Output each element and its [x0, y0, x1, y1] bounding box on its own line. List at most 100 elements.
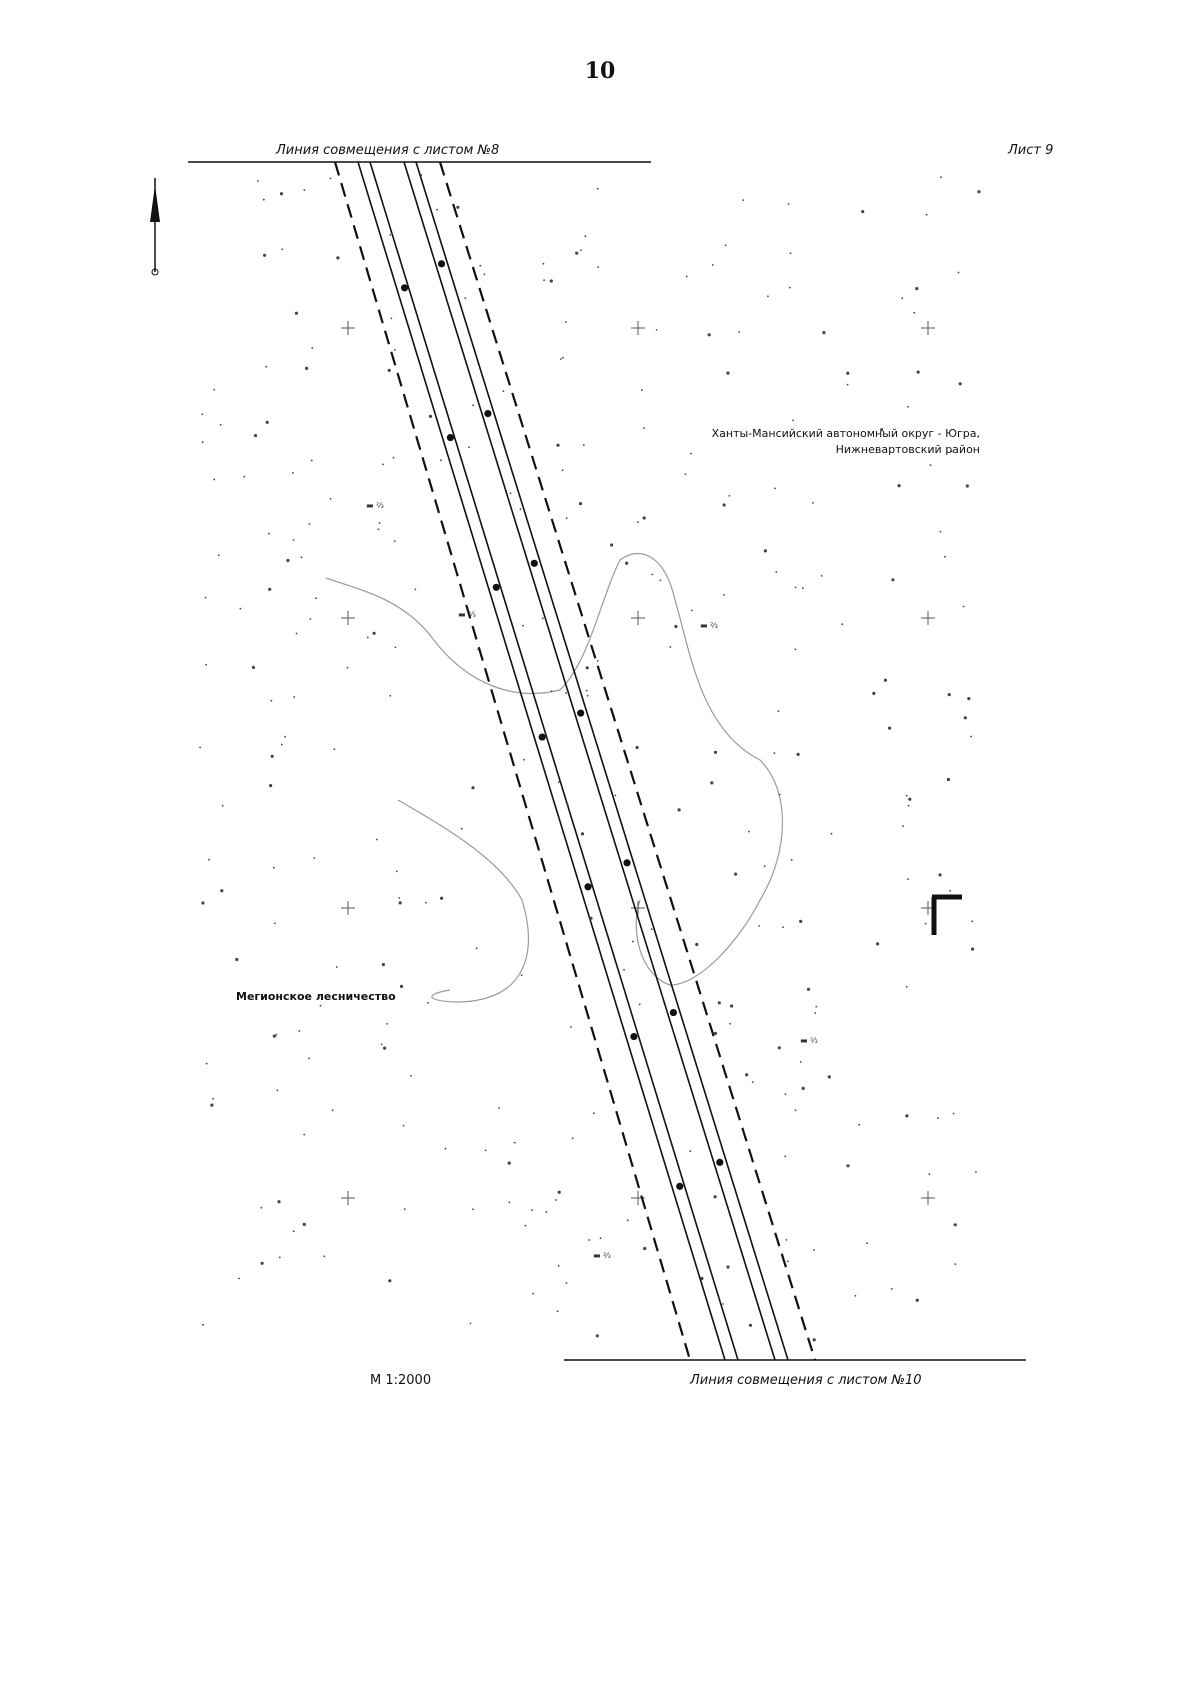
survey-point	[861, 210, 865, 214]
grid-cross-icon	[921, 1191, 935, 1205]
survey-point	[565, 517, 568, 520]
survey-point	[372, 631, 376, 635]
survey-point	[830, 832, 833, 835]
survey-point	[641, 389, 643, 392]
survey-point	[625, 561, 629, 565]
survey-point	[635, 745, 639, 750]
survey-point	[570, 1026, 572, 1028]
page-number: 10	[584, 58, 616, 84]
survey-point	[915, 287, 919, 291]
survey-point	[952, 1112, 955, 1115]
survey-point	[257, 180, 259, 182]
survey-point	[269, 784, 273, 788]
corridor-line	[415, 161, 789, 1361]
survey-point	[643, 1246, 647, 1251]
survey-point	[784, 1155, 787, 1158]
survey-point	[642, 516, 646, 520]
grid-cross-icon	[631, 321, 645, 335]
survey-point	[561, 469, 564, 472]
survey-point	[366, 636, 369, 639]
survey-point	[593, 1112, 595, 1115]
survey-point	[302, 1222, 306, 1226]
survey-point	[219, 423, 222, 426]
survey-point	[565, 692, 567, 694]
survey-point	[531, 1209, 533, 1211]
survey-point	[971, 947, 975, 951]
survey-point	[659, 579, 662, 582]
survey-point	[908, 797, 912, 801]
survey-point	[440, 896, 444, 900]
survey-point	[202, 1323, 204, 1326]
survey-point	[542, 262, 545, 265]
survey-point	[280, 743, 283, 746]
survey-point	[789, 252, 792, 255]
survey-point	[578, 502, 583, 506]
pipeline-marker	[584, 883, 592, 891]
survey-point	[469, 1322, 472, 1325]
pipeline-marker	[577, 709, 585, 717]
survey-point	[310, 459, 313, 462]
survey-point	[346, 666, 349, 669]
survey-point	[303, 1133, 306, 1136]
survey-point	[389, 694, 392, 697]
survey-point	[292, 539, 295, 541]
survey-point	[558, 781, 560, 783]
survey-point	[907, 405, 909, 408]
survey-point	[444, 1147, 447, 1150]
survey-point	[674, 624, 678, 629]
survey-point	[329, 177, 332, 180]
survey-point	[763, 865, 766, 868]
survey-point	[566, 803, 569, 806]
survey-point	[610, 543, 614, 547]
survey-point	[284, 735, 286, 738]
survey-point	[684, 473, 687, 475]
survey-point	[270, 754, 274, 758]
survey-point	[745, 1073, 749, 1077]
pipeline-marker	[437, 260, 446, 268]
survey-point	[336, 256, 340, 260]
survey-point	[292, 1230, 295, 1233]
survey-point	[293, 696, 296, 698]
survey-point	[866, 1242, 868, 1245]
survey-point	[560, 358, 562, 360]
survey-point	[298, 1030, 301, 1032]
survey-point	[597, 266, 599, 268]
survey-point	[669, 646, 672, 648]
survey-point	[265, 365, 268, 368]
survey-point	[965, 484, 969, 488]
survey-point	[794, 1109, 797, 1112]
survey-point	[212, 1097, 214, 1100]
survey-point	[742, 199, 745, 202]
survey-point	[940, 176, 942, 179]
survey-point	[220, 889, 224, 893]
survey-point	[403, 1208, 406, 1210]
pipeline-marker	[676, 1182, 684, 1190]
survey-point	[902, 825, 904, 827]
survey-point	[268, 587, 272, 591]
annotation-mark: ▬ ²⁄₃	[458, 610, 476, 619]
survey-point	[626, 1219, 629, 1222]
grid-cross-icon	[341, 1191, 355, 1205]
sheet-label: Лист 9	[1008, 143, 1054, 158]
survey-point	[950, 450, 953, 453]
survey-point	[575, 251, 579, 255]
survey-point	[477, 648, 479, 651]
survey-point	[751, 1081, 754, 1083]
survey-point	[311, 346, 314, 349]
survey-point	[205, 663, 208, 666]
survey-point	[907, 878, 909, 880]
survey-point	[637, 521, 639, 523]
survey-point	[729, 1022, 732, 1025]
survey-point	[380, 1043, 383, 1046]
survey-point	[208, 858, 210, 861]
survey-point	[278, 1256, 281, 1259]
survey-point	[872, 691, 876, 696]
survey-point	[427, 1001, 429, 1004]
pipeline-marker	[716, 1158, 724, 1166]
contour-lines	[325, 552, 783, 1003]
survey-point	[801, 587, 804, 590]
survey-point	[685, 275, 688, 278]
survey-point	[464, 297, 467, 299]
survey-point	[728, 494, 731, 497]
survey-point	[763, 549, 768, 553]
